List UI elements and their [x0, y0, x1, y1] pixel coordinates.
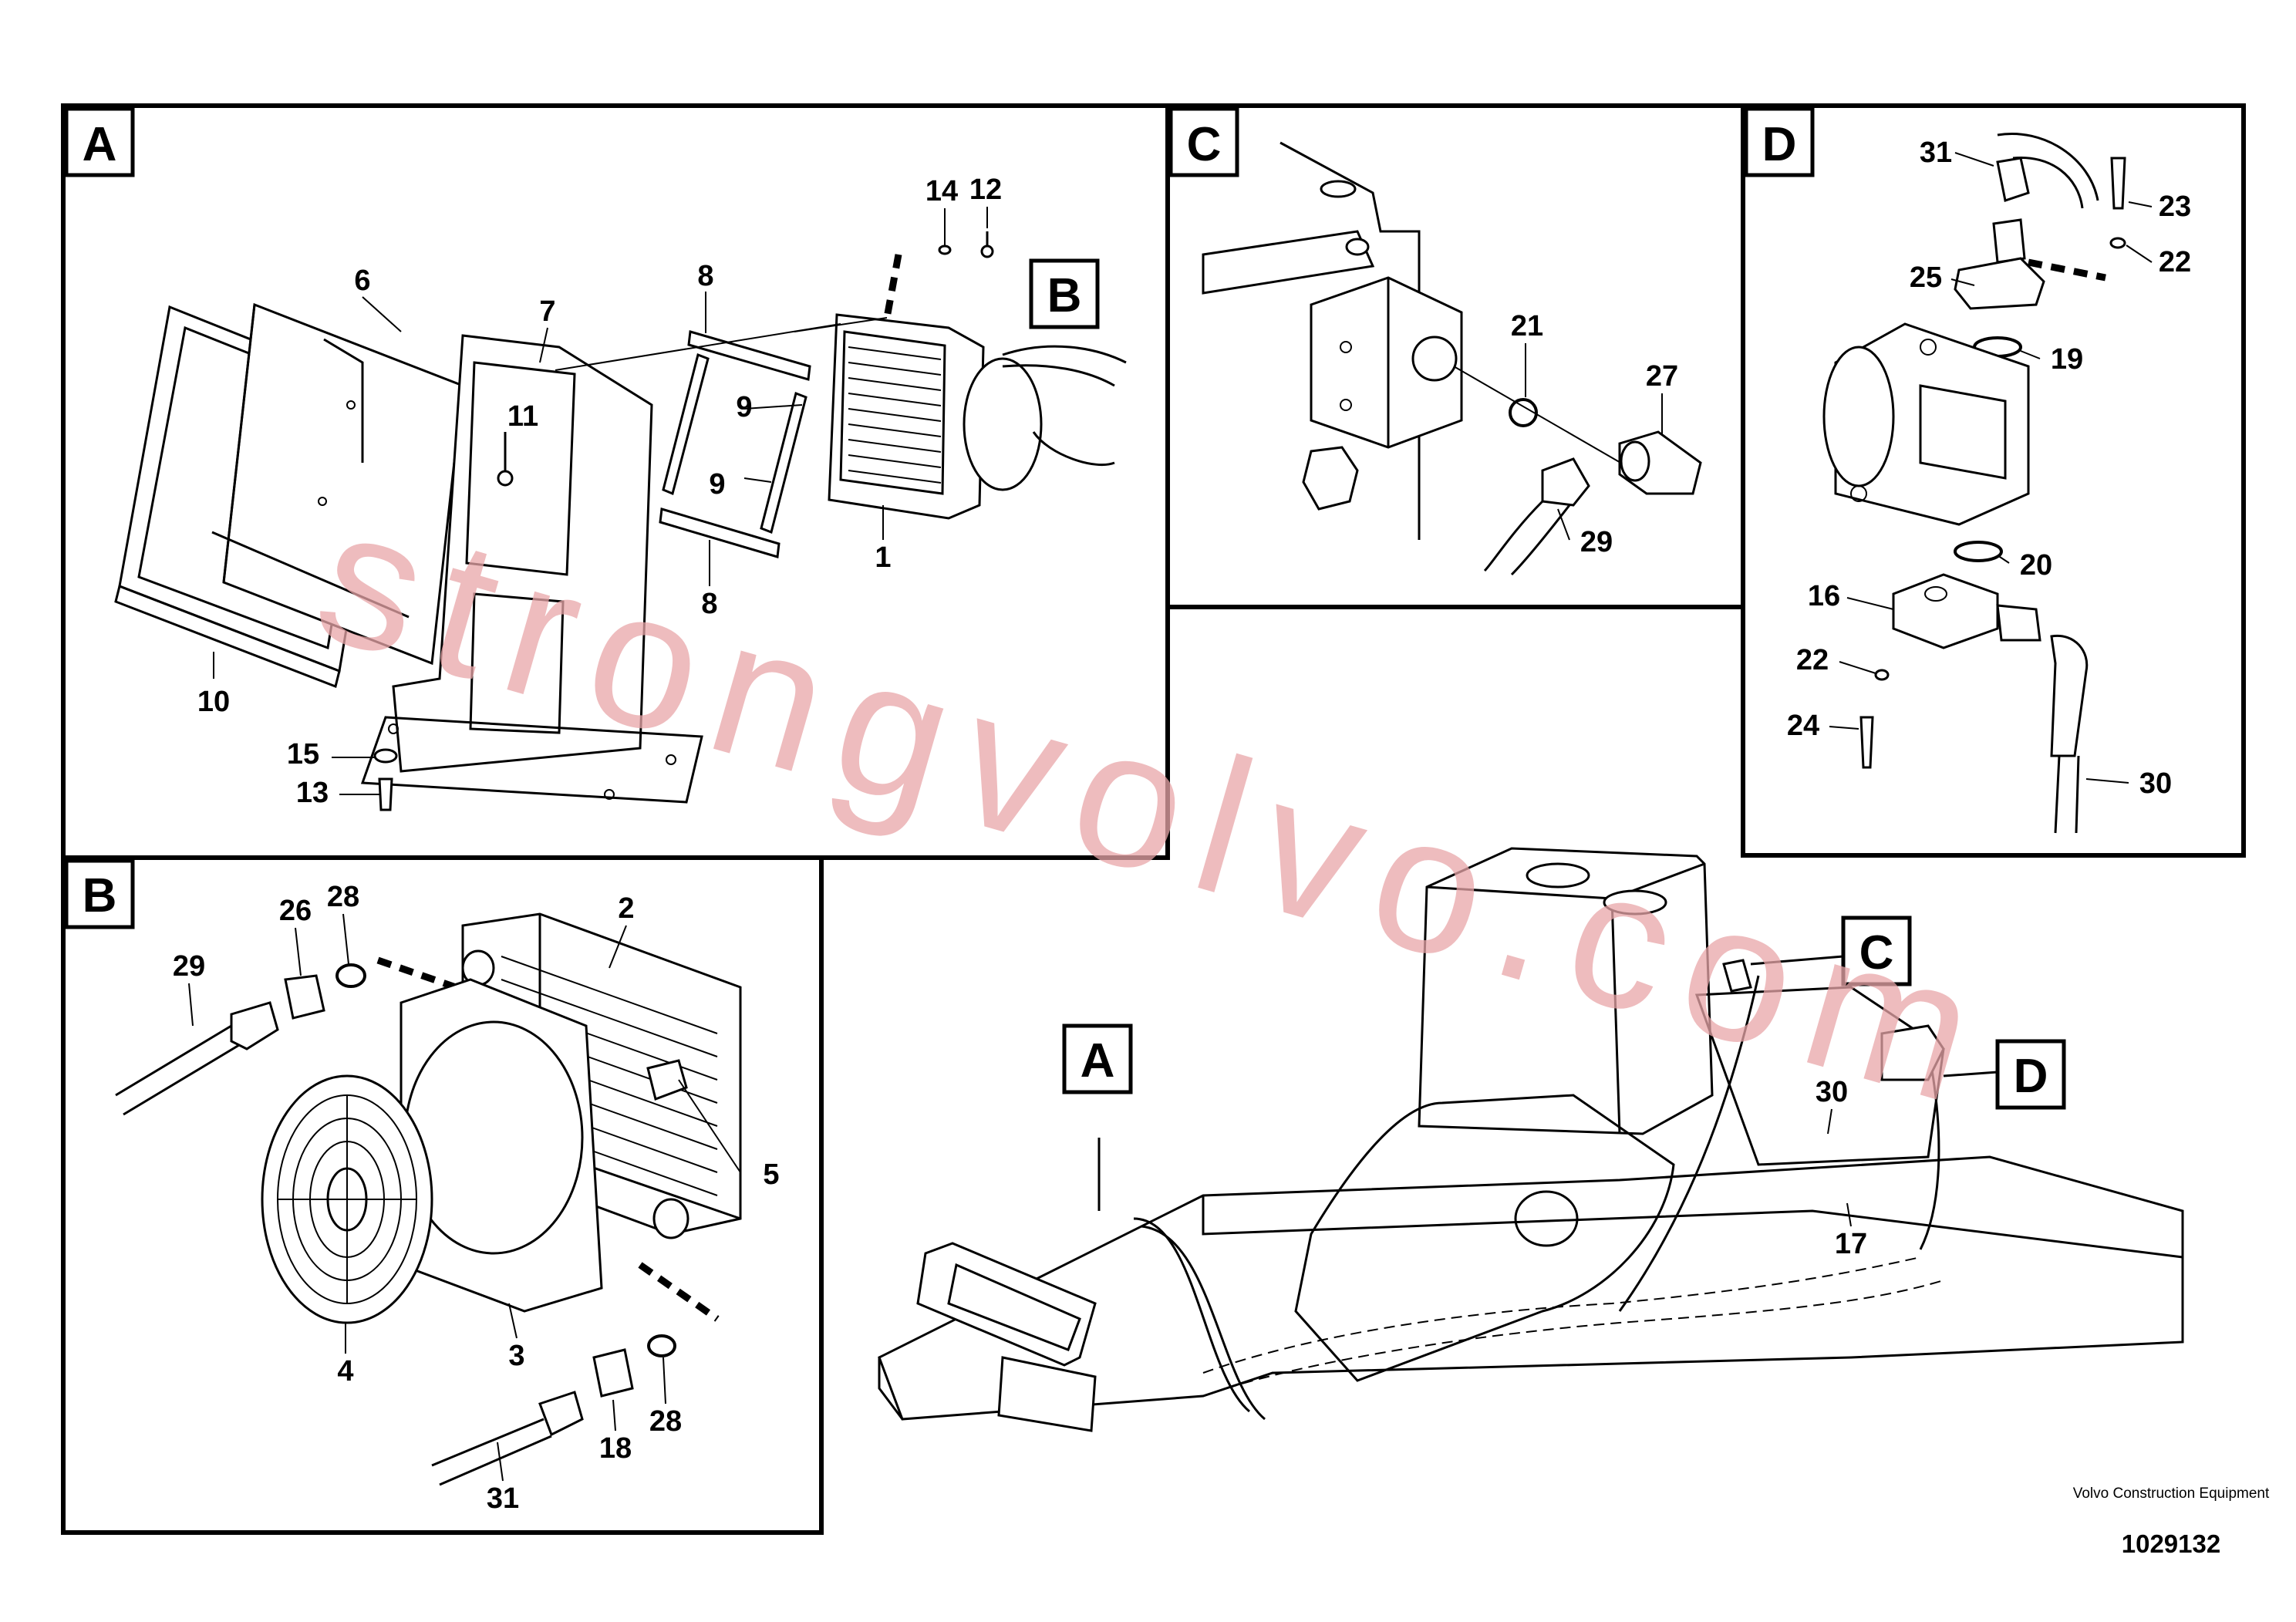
location-tag-b: B — [1029, 258, 1100, 329]
callout-number: 25 — [1910, 261, 1942, 294]
location-tag-c: C — [1841, 916, 1912, 986]
callout-number: 31 — [1920, 137, 1952, 169]
panel-d-frame — [1741, 103, 2246, 858]
callout-number: 30 — [1816, 1076, 1848, 1108]
panel-b-frame — [61, 855, 824, 1535]
overview-drawing — [878, 847, 2184, 1432]
callout-number: 28 — [649, 1405, 682, 1438]
svg-text:D: D — [1762, 118, 1797, 171]
svg-text:C: C — [1187, 118, 1222, 171]
callout-number: 17 — [1835, 1228, 1867, 1260]
callout-number: 24 — [1787, 710, 1819, 742]
callouts-panel-d: 31 23 25 22 19 20 16 22 24 30 — [1787, 137, 2191, 800]
panel-label-d: D — [1744, 106, 1815, 177]
callout-number: 11 — [507, 400, 538, 433]
document-number: 1029132 — [2122, 1529, 2220, 1558]
callouts-panel-a: 14 12 6 7 8 11 9 9 1 8 10 15 13 — [197, 174, 1002, 809]
callout-number: 8 — [697, 260, 713, 292]
panel-a-drawing — [114, 231, 1127, 811]
callout-number: 20 — [2020, 549, 2052, 582]
callout-number: 18 — [599, 1432, 632, 1465]
panel-b-drawing — [115, 912, 742, 1486]
panel-label-b: B — [64, 858, 135, 929]
callouts-panel-b: 26 28 2 29 5 4 3 18 28 31 — [173, 881, 780, 1515]
svg-text:D: D — [2014, 1050, 2048, 1103]
manufacturer-line-1: Volvo Construction Equipment — [2073, 1485, 2270, 1502]
panel-label-c: C — [1168, 106, 1239, 177]
svg-text:B: B — [83, 869, 117, 922]
panel-label-a: A — [64, 106, 135, 177]
location-tag-a: A — [1062, 1023, 1133, 1094]
manufacturer-text: Volvo Construction Equipment — [2073, 1485, 2270, 1502]
callout-number: 27 — [1646, 360, 1678, 393]
callout-number: 22 — [2159, 246, 2191, 278]
svg-text:A: A — [83, 118, 117, 171]
callout-number: 21 — [1511, 310, 1543, 342]
callout-number: 4 — [337, 1355, 353, 1388]
callout-number: 7 — [539, 295, 555, 328]
callout-number: 13 — [296, 777, 329, 809]
svg-text:A: A — [1081, 1034, 1115, 1088]
svg-text:C: C — [1859, 926, 1894, 980]
callouts-panel-c: 21 27 29 — [1511, 310, 1678, 558]
callout-number: 5 — [763, 1158, 779, 1191]
callout-number: 28 — [327, 881, 359, 913]
callout-number: 1 — [875, 541, 891, 574]
callout-number: 12 — [969, 174, 1002, 206]
location-tag-d: D — [1995, 1039, 2066, 1110]
callout-number: 30 — [2139, 767, 2172, 800]
callout-number: 8 — [701, 588, 717, 620]
callout-number: 9 — [736, 391, 752, 423]
callout-number: 23 — [2159, 191, 2191, 223]
callouts-overview: 30 17 — [1816, 1076, 1867, 1260]
callout-number: 6 — [354, 265, 370, 297]
callout-number: 2 — [618, 892, 634, 925]
callout-number: 29 — [1580, 526, 1613, 558]
callout-number: 19 — [2051, 343, 2083, 376]
callout-number: 10 — [197, 686, 230, 718]
callout-number: 31 — [487, 1482, 519, 1515]
callout-number: 22 — [1796, 644, 1829, 676]
callout-number: 3 — [508, 1340, 524, 1372]
callout-number: 9 — [709, 468, 725, 501]
panel-d-drawing — [1822, 133, 2126, 834]
svg-text:B: B — [1047, 269, 1082, 322]
callout-number: 16 — [1808, 580, 1840, 612]
callout-number: 29 — [173, 950, 205, 983]
callout-number: 15 — [287, 738, 319, 771]
panel-c-drawing — [1202, 141, 1702, 576]
callout-number: 26 — [279, 895, 312, 927]
callout-number: 14 — [925, 175, 958, 207]
